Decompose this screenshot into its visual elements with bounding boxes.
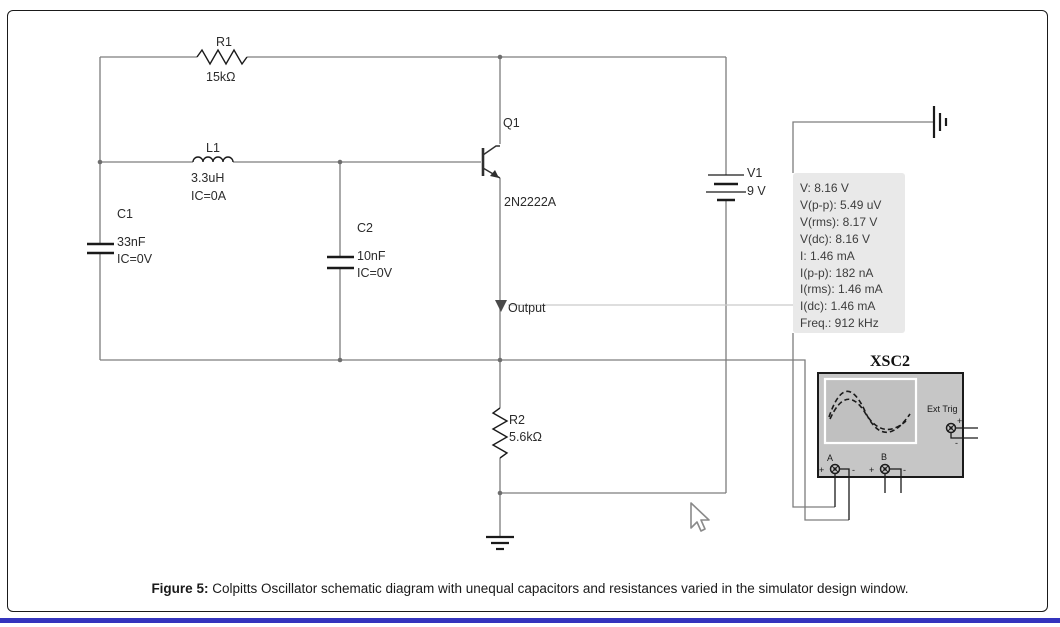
resistor-r1[interactable]: R1 15kΩ <box>196 35 248 84</box>
scope-screen <box>823 377 918 445</box>
capacitor-c2-symbol[interactable] <box>327 255 354 270</box>
figure-caption-text: Colpitts Oscillator schematic diagram wi… <box>208 581 909 596</box>
wire-probe-to-scope <box>792 333 835 508</box>
channel-b-stubs <box>884 468 902 493</box>
capacitor-c2[interactable]: C2 10nF IC=0V <box>327 221 393 280</box>
wire-tank-bottom <box>100 359 849 521</box>
channel-b-label: B <box>881 452 887 462</box>
figure-caption: Figure 5: Colpitts Oscillator schematic … <box>0 581 1060 596</box>
scope-waveform-small <box>829 398 907 431</box>
probe-line-ipp: I(p-p): 182 nA <box>800 265 874 280</box>
battery-v1[interactable]: V1 9 V <box>706 166 766 202</box>
transistor-q1[interactable]: Q1 2N2222A <box>481 116 557 209</box>
resistor-r2[interactable]: R2 5.6kΩ <box>491 407 542 459</box>
q1-model-label: 2N2222A <box>504 195 557 209</box>
probe-line-irms: I(rms): 1.46 mA <box>800 282 883 297</box>
ext-trig-stubs <box>950 427 978 439</box>
ground-bottom-icon[interactable] <box>486 535 514 551</box>
probe-line-freq: Freq.: 912 kHz <box>800 316 879 331</box>
junction-dots <box>97 54 503 496</box>
c1-ic-label: IC=0V <box>117 252 153 266</box>
channel-a-plus: + <box>819 465 824 475</box>
probe-line-vdc: V(dc): 8.16 V <box>800 231 871 246</box>
q1-emitter-arrow <box>490 170 499 178</box>
inductor-l1[interactable]: L1 3.3uH IC=0A <box>191 141 234 203</box>
l1-ref-label: L1 <box>206 141 220 155</box>
resistor-r1-symbol[interactable] <box>196 48 248 66</box>
c1-value-label: 33nF <box>117 235 146 249</box>
capacitor-c1-symbol[interactable] <box>87 242 114 255</box>
output-arrow-icon <box>495 300 507 312</box>
ground-topright-icon[interactable] <box>932 106 948 138</box>
output-text: Output <box>508 301 546 315</box>
channel-a-label: A <box>827 453 833 463</box>
r2-value-label: 5.6kΩ <box>509 430 542 444</box>
probe-line-v: V: 8.16 V <box>800 181 849 195</box>
probe-readout-box[interactable]: V: 8.16 V V(p-p): 5.49 uV V(rms): 8.17 V… <box>793 173 905 333</box>
probe-line-vrms: V(rms): 8.17 V <box>800 214 878 229</box>
channel-b-plus: + <box>869 465 874 475</box>
mouse-cursor-icon <box>690 502 710 532</box>
circuit-wires[interactable] <box>99 56 933 536</box>
channel-a-minus: - <box>852 465 855 475</box>
capacitor-c1[interactable]: C1 33nF IC=0V <box>87 207 153 266</box>
ext-trig-minus: - <box>955 438 958 448</box>
channel-b-minus: - <box>903 465 906 475</box>
r1-value-label: 15kΩ <box>206 70 236 84</box>
wire-probe-ground <box>792 121 933 173</box>
v1-value-label: 9 V <box>747 184 766 198</box>
scope-waveform-big <box>828 390 911 434</box>
probe-line-vpp: V(p-p): 5.49 uV <box>800 197 882 212</box>
q1-collector-lead[interactable] <box>482 145 500 156</box>
inductor-l1-symbol[interactable] <box>192 156 234 163</box>
c1-ref-label: C1 <box>117 207 133 221</box>
output-net-label[interactable]: Output <box>495 300 546 315</box>
c2-value-label: 10nF <box>357 249 386 263</box>
channel-a-stubs <box>834 468 850 520</box>
v1-ref-label: V1 <box>747 166 762 180</box>
c2-ref-label: C2 <box>357 221 373 235</box>
bottom-divider-bar <box>0 618 1060 623</box>
probe-line-i: I: 1.46 mA <box>800 248 855 263</box>
r2-ref-label: R2 <box>509 413 525 427</box>
ext-trig-plus: + <box>957 416 962 426</box>
ext-trig-label: Ext Trig <box>927 404 958 414</box>
resistor-r2-symbol[interactable] <box>491 407 509 459</box>
scope-title: XSC2 <box>870 353 910 370</box>
q1-ref-label: Q1 <box>503 116 520 130</box>
oscilloscope-xsc2[interactable]: XSC2 Ext Trig + - A + - <box>817 353 978 520</box>
figure-caption-label: Figure 5: <box>151 581 209 596</box>
l1-ic-label: IC=0A <box>191 189 227 203</box>
probe-line-idc: I(dc): 1.46 mA <box>800 299 876 314</box>
l1-value-label: 3.3uH <box>191 171 224 185</box>
c2-ic-label: IC=0V <box>357 266 393 280</box>
r1-ref-label: R1 <box>216 35 232 49</box>
